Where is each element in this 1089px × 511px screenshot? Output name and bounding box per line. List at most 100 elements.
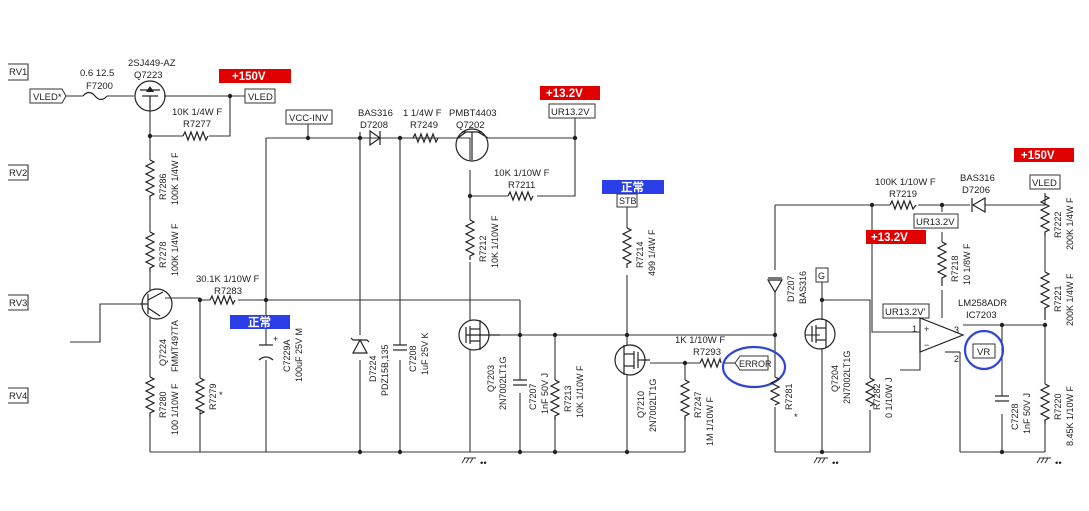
resistor-r7293-value: 1K 1/10W F	[675, 335, 725, 346]
voltage-tag-150v-b: +150V	[1014, 148, 1074, 162]
diode-d7207: D7207 BAS316	[766, 271, 808, 304]
resistor-r7221-value: 200K 1/4W F	[1065, 273, 1075, 326]
resistor-r7283: 30.1K 1/10W F R7283	[196, 274, 260, 306]
voltage-tag-132v-b-text: +13.2V	[871, 232, 908, 244]
net-tag-vcc-inv-text: VCC-INV	[289, 113, 329, 124]
resistor-r7279-value: *	[219, 390, 223, 401]
svg-text:−: −	[924, 340, 929, 350]
net-tag-vled-in-text: VLED*	[33, 92, 62, 103]
opamp-ic7203-ref: IC7203	[966, 310, 997, 321]
resistor-r7249-ref: R7249	[410, 120, 438, 131]
resistor-r7247: R7247 1M 1/10W F	[679, 379, 715, 446]
ground-symbols: •• •• ••	[461, 457, 1062, 469]
capacitor-c7207-ref: C7207	[528, 383, 538, 410]
wires	[66, 95, 1046, 453]
resistor-r7279: R7279 *	[194, 377, 223, 415]
resistor-r7214-ref: R7214	[635, 241, 645, 268]
opamp-ic7203: + − 1 3 2 LM258ADR IC7203	[912, 298, 1007, 364]
diode-d7207-ref: D7207	[786, 275, 796, 302]
resistor-r7222: R7222 200K 1/4W F	[1039, 195, 1075, 250]
fuse-f7200: 0.6 12.5 F7200	[80, 68, 114, 101]
capacitor-c7208-ref: C7208	[408, 345, 418, 372]
resistor-r7222-ref: R7222	[1053, 211, 1063, 238]
mosfet-q7223-ref: Q7223	[134, 70, 163, 81]
fuse-f7200-ref: F7200	[86, 81, 113, 92]
resistor-r7221: R7221 200K 1/4W F	[1039, 271, 1075, 326]
resistor-r7219: 100K 1/10W F R7219	[875, 177, 936, 211]
mosfet-q7203: Q7203 2N7002LT1G	[458, 319, 508, 410]
resistor-r7286-ref: R7286	[158, 173, 168, 200]
resistor-r7213-value: 10K 1/10W F	[575, 365, 585, 418]
resistor-r7249: 1 1/4W F R7249	[403, 108, 442, 144]
transistor-q7224-value: FMMT497TA	[170, 320, 180, 372]
resistor-r7286: R7286 100K 1/4W F	[144, 152, 180, 205]
transistor-q7202: PMBT4403 Q7202	[449, 108, 497, 162]
highlight-circle-error	[721, 345, 787, 389]
capacitor-c7208: C7208 1uF 25V K	[393, 332, 430, 375]
capacitor-c7207-value: 1nF 50V J	[540, 373, 550, 414]
capacitor-c7228-ref: C7228	[1010, 403, 1020, 430]
normal-tag-b-text: 正常	[621, 180, 644, 194]
capacitor-c7229a: + C7229A 100uF 25V M	[258, 328, 304, 382]
ground-mark: ••	[832, 458, 839, 469]
resistor-r7282-value: 0 1/10W J	[884, 377, 894, 418]
resistor-r7293: 1K 1/10W F R7293	[675, 335, 725, 369]
net-tag-stb: STB	[616, 193, 638, 208]
mosfet-q7210-ref: Q7210	[636, 391, 646, 418]
svg-text:+: +	[273, 334, 278, 344]
net-tag-vled-a: VLED	[244, 88, 276, 104]
resistor-r7220-value: 8.45K 1/10W F	[1065, 385, 1075, 446]
resistor-r7214-value: 499 1/4W F	[647, 229, 657, 276]
resistor-r7280-ref: R7280	[158, 391, 168, 418]
resistor-r7211: 10K 1/10W F R7211	[494, 168, 550, 202]
resistor-r7286-value: 100K 1/4W F	[170, 152, 180, 205]
resistor-r7219-ref: R7219	[889, 189, 917, 200]
resistor-r7277-ref: R7277	[183, 119, 211, 130]
capacitor-c7208-value: 1uF 25V K	[420, 332, 430, 375]
transistor-q7202-ref: Q7202	[456, 120, 485, 131]
resistor-r7247-ref: R7247	[693, 391, 703, 418]
resistor-r7281-ref: R7281	[784, 383, 794, 410]
mosfet-q7204: Q7204 2N7002LT1G	[804, 318, 852, 404]
resistor-r7278-value: 100K 1/4W F	[170, 223, 180, 276]
mosfet-q7210: Q7210 2N7002LT1G	[614, 344, 658, 432]
junction-dots	[147, 93, 1048, 455]
voltage-tag-132v-a-text: +13.2V	[546, 88, 583, 100]
resistor-r7218-ref: R7218	[950, 255, 960, 282]
net-tag-vled-b-text: VLED	[1032, 178, 1057, 189]
ground-icon	[1036, 457, 1052, 464]
normal-tag-b: 正常	[602, 180, 664, 194]
diode-d7206: BAS316 D7206	[960, 173, 995, 214]
resistor-r7280: R7280 100 1/10W F	[144, 376, 180, 435]
highlight-circle-vr	[963, 329, 1005, 371]
resistor-r7247-value: 1M 1/10W F	[705, 396, 715, 446]
voltage-tag-132v-b: +13.2V	[866, 230, 926, 244]
opamp-pin-3: 3	[954, 325, 959, 335]
net-tag-vled-a-text: VLED	[248, 92, 273, 103]
rail-label-rv4: RV4	[9, 391, 27, 402]
net-tag-vr: VR	[972, 343, 996, 359]
transistor-q7224-ref: Q7224	[158, 339, 168, 366]
voltage-tag-150v-b-text: +150V	[1021, 150, 1055, 162]
mosfet-q7210-value: 2N7002LT1G	[648, 379, 658, 432]
resistor-r7280-value: 100 1/10W F	[170, 383, 180, 435]
resistor-r7281: R7281 *	[769, 376, 798, 423]
net-tag-stb-text: STB	[619, 196, 637, 206]
resistor-r7212-ref: R7212	[478, 235, 488, 262]
resistor-r7222-value: 200K 1/4W F	[1065, 197, 1075, 250]
net-tag-ur132-b-text: UR13.2V	[916, 217, 955, 228]
net-tag-vled-b: VLED	[1029, 174, 1061, 190]
opamp-pin-1: 1	[912, 324, 917, 334]
normal-tag-a-text: 正常	[248, 315, 271, 329]
resistor-r7220: R7220 8.45K 1/10W F	[1039, 383, 1075, 446]
mosfet-q7203-value: 2N7002LT1G	[498, 357, 508, 410]
rail-label-rv3: RV3	[9, 298, 27, 309]
resistor-r7212: R7212 10K 1/10W F	[464, 215, 500, 268]
capacitor-c7228: C7228 1nF 50V J	[995, 393, 1032, 434]
net-tag-ur132-b: UR13.2V	[913, 213, 959, 229]
mosfet-q7223: 2SJ449-AZ Q7223	[128, 58, 176, 112]
net-tag-ur132-a-text: UR13.2V	[551, 107, 590, 118]
resistor-r7211-ref: R7211	[508, 180, 535, 191]
diode-d7206-value: BAS316	[960, 173, 995, 184]
resistor-r7219-value: 100K 1/10W F	[875, 177, 936, 188]
